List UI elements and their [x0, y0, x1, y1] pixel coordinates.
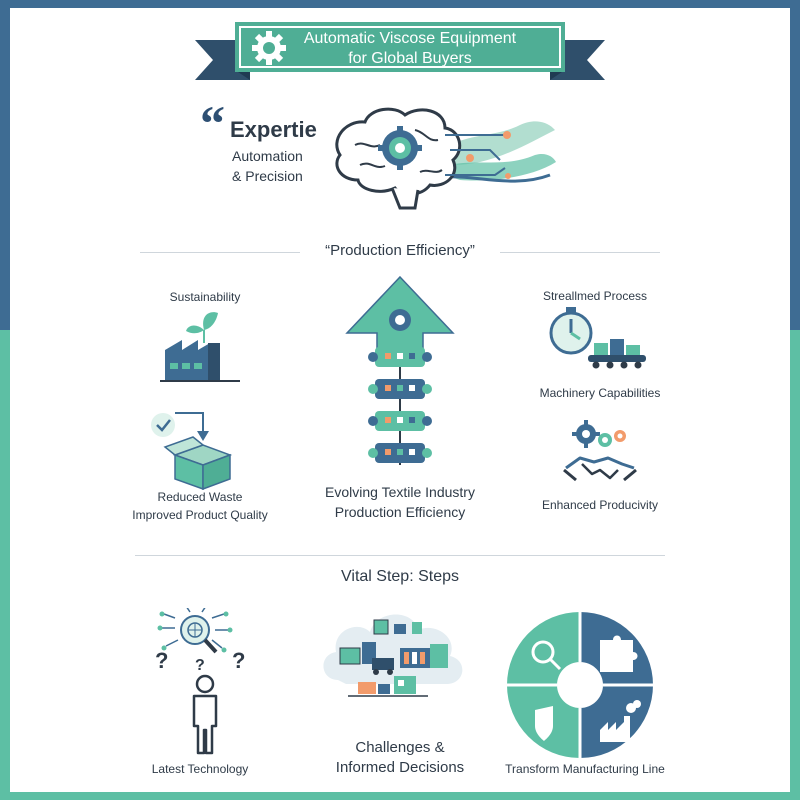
header-ribbon	[195, 22, 605, 80]
divider-efficiency-left	[140, 252, 300, 253]
transform-donut-icon	[507, 612, 653, 758]
frame-left-top	[0, 0, 10, 330]
expertise-heading: Expertie	[230, 117, 317, 142]
growth-arrow-icon	[345, 275, 455, 465]
quote-mark: “	[200, 95, 225, 151]
header-title-line1: Automatic Viscose Equipment	[303, 30, 517, 47]
box-check-icon	[151, 412, 233, 490]
handshake-gears-icon	[563, 420, 637, 482]
sustainability-label: Sustainability	[169, 290, 241, 304]
center-label-line2: Production Efficiency	[334, 504, 466, 520]
challenges-line2: Informed Decisions	[335, 759, 465, 776]
efficiency-title: “Production Efficiency”	[325, 242, 475, 259]
divider-efficiency-right	[500, 252, 660, 253]
center-label-line1: Evolving Textile Industry	[325, 484, 475, 500]
brain-gear-icon	[335, 107, 556, 210]
svg-text:?: ?	[195, 657, 205, 674]
expertise-line1: Automation	[232, 148, 303, 164]
frame-bottom	[0, 792, 800, 800]
streamlined-label: Streallmed Process	[542, 289, 648, 303]
svg-text:?: ?	[232, 648, 245, 673]
stopwatch-conveyor-icon	[549, 307, 646, 369]
header-title: Automatic Viscose Equipment for Global B…	[295, 29, 525, 69]
reduced-waste-label: Reduced Waste	[157, 490, 243, 504]
frame-right-top	[790, 0, 800, 330]
frame-left-bottom	[0, 330, 10, 800]
expertise-line2: & Precision	[232, 168, 303, 184]
challenges-label: Challenges & Informed Decisions	[300, 738, 500, 778]
latest-tech-label: Latest Technology	[151, 762, 249, 776]
expertise-subtitle: Automation & Precision	[232, 146, 303, 186]
productivity-label: Enhanced Producivity	[541, 498, 659, 512]
steps-title: Vital Step: Steps	[341, 568, 459, 585]
gear-icon	[252, 31, 286, 65]
factory-leaf-icon	[160, 312, 240, 382]
frame-right-bottom	[790, 330, 800, 800]
machinery-cloud-icon	[323, 614, 463, 697]
challenges-line1: Challenges &	[355, 739, 445, 756]
divider-steps	[135, 555, 665, 556]
svg-text:?: ?	[155, 648, 168, 673]
header-title-line2: for Global Buyers	[348, 50, 472, 67]
transform-label: Transform Manufacturing Line	[505, 762, 665, 776]
frame-top	[0, 0, 800, 8]
center-label: Evolving Textile Industry Production Eff…	[300, 482, 500, 522]
machinery-label: Machinery Capabilities	[539, 386, 661, 400]
improved-quality-label: Improved Product Quality	[132, 508, 268, 522]
person-question-icon: ? ? ?	[155, 608, 245, 755]
